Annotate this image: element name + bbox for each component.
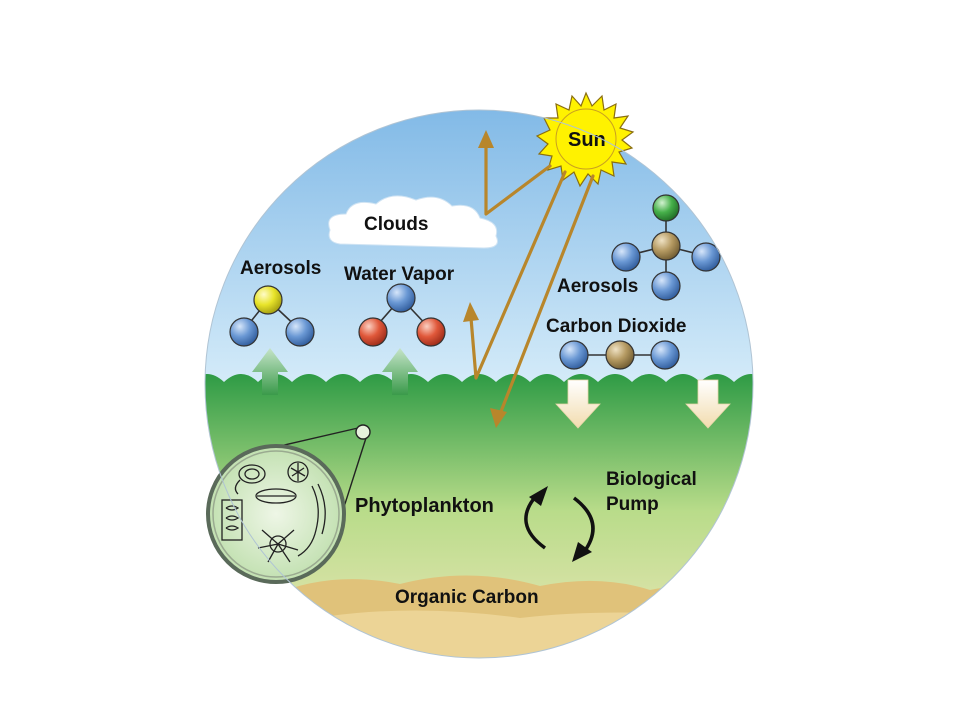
atom [611,242,641,272]
solar-radiation-arrows [463,130,595,428]
atom [650,340,680,370]
water-vapor-label: Water Vapor [344,264,455,285]
reflected-ray-ocean [469,170,567,380]
sediment-floor-light [205,610,753,658]
sun-label: Sun [568,129,606,151]
magnifier-focus-point [355,424,371,440]
downward-flux-arrow-icon [555,379,601,429]
aerosols-right-label: Aerosols [557,276,638,297]
upward-flux-arrow-icon [382,348,418,395]
phytoplankton-label: Phytoplankton [355,495,494,517]
organic-carbon-label: Organic Carbon [395,587,539,608]
downward-flux-arrow-icon [685,379,731,429]
magnifier-lens [206,444,346,584]
biological-pump-label-line1: Biological [606,469,697,490]
sun-icon: Sun [535,91,635,188]
ray-arrowhead [463,302,479,322]
water-vapor-molecule [358,283,446,347]
atom [651,271,681,301]
atom [651,231,681,261]
atom [386,283,416,313]
aerosol-molecule-right [611,194,721,301]
magnifier-inset-icon [206,424,371,584]
atom [691,242,721,272]
atom [416,317,446,347]
carbon-dioxide-label: Carbon Dioxide [546,316,686,337]
phytoplankton-sketches [221,461,326,563]
upward-flux-arrow-icon [252,348,288,395]
globe-outline [204,109,754,659]
cloud-icon: Clouds [328,195,498,249]
atom [652,194,680,222]
cycle-arrows-icon [524,486,595,562]
ray-arrowhead [490,408,507,428]
aerosols-left-label: Aerosols [240,258,321,279]
atom [229,317,259,347]
atom [358,317,388,347]
carbon-dioxide-molecule [559,340,680,370]
reflected-ray-cloud [484,142,552,216]
penetrating-ray [498,174,595,416]
atom [559,340,589,370]
biological-pump-label-line2: Pump [606,494,659,515]
atom [605,340,635,370]
ray-arrowhead [478,130,494,148]
clouds-label: Clouds [364,214,428,235]
atom [253,285,283,315]
aerosol-molecule-left [229,285,315,347]
atom [285,317,315,347]
